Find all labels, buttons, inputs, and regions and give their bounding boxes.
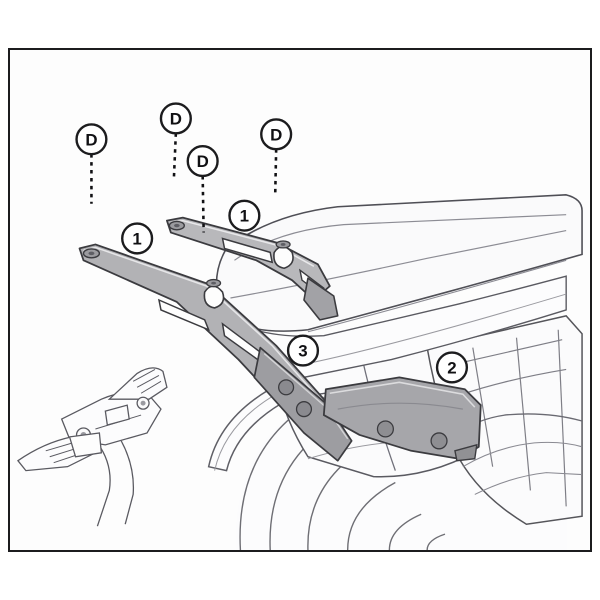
callout-d-4[interactable]: D	[260, 118, 293, 151]
callout-num-2[interactable]: 2	[435, 351, 469, 384]
callout-label: 3	[298, 342, 307, 361]
callout-num-1-upper[interactable]: 1	[228, 199, 261, 232]
callout-d-1[interactable]: D	[75, 123, 108, 156]
leader-line-d-4	[273, 149, 278, 197]
callout-label: 2	[447, 358, 456, 377]
callout-label: D	[270, 125, 282, 144]
callout-circle	[260, 118, 293, 151]
leader-line-d-3	[201, 175, 205, 233]
callout-circle	[121, 222, 154, 255]
callout-label: D	[85, 130, 97, 149]
diagram-frame: D D D D 1 1 3 2	[8, 48, 592, 552]
callout-label: D	[170, 109, 182, 128]
side-bracket-arm-lower[interactable]	[78, 243, 353, 462]
callout-circle	[286, 334, 320, 367]
callout-circle	[75, 123, 108, 156]
callout-label: 1	[132, 229, 141, 248]
callout-num-1-lower[interactable]: 1	[121, 222, 154, 255]
callout-circle	[186, 145, 219, 178]
callout-label: 1	[240, 207, 249, 226]
callout-circle	[435, 351, 469, 384]
lower-mounting-plate[interactable]	[322, 376, 482, 462]
callout-label: D	[197, 152, 209, 171]
callout-d-3[interactable]: D	[186, 145, 219, 178]
callout-layer: D D D D 1 1 3 2	[75, 102, 469, 384]
leader-line-d-2	[172, 133, 178, 180]
side-bracket-arm-upper[interactable]	[166, 216, 339, 321]
callout-circle	[159, 102, 192, 135]
callout-d-2[interactable]: D	[159, 102, 192, 135]
passenger-footpeg-assembly	[17, 367, 168, 527]
bracket-hardware-layer	[78, 216, 482, 462]
callout-num-3[interactable]: 3	[286, 334, 320, 367]
callout-circle	[228, 199, 261, 232]
